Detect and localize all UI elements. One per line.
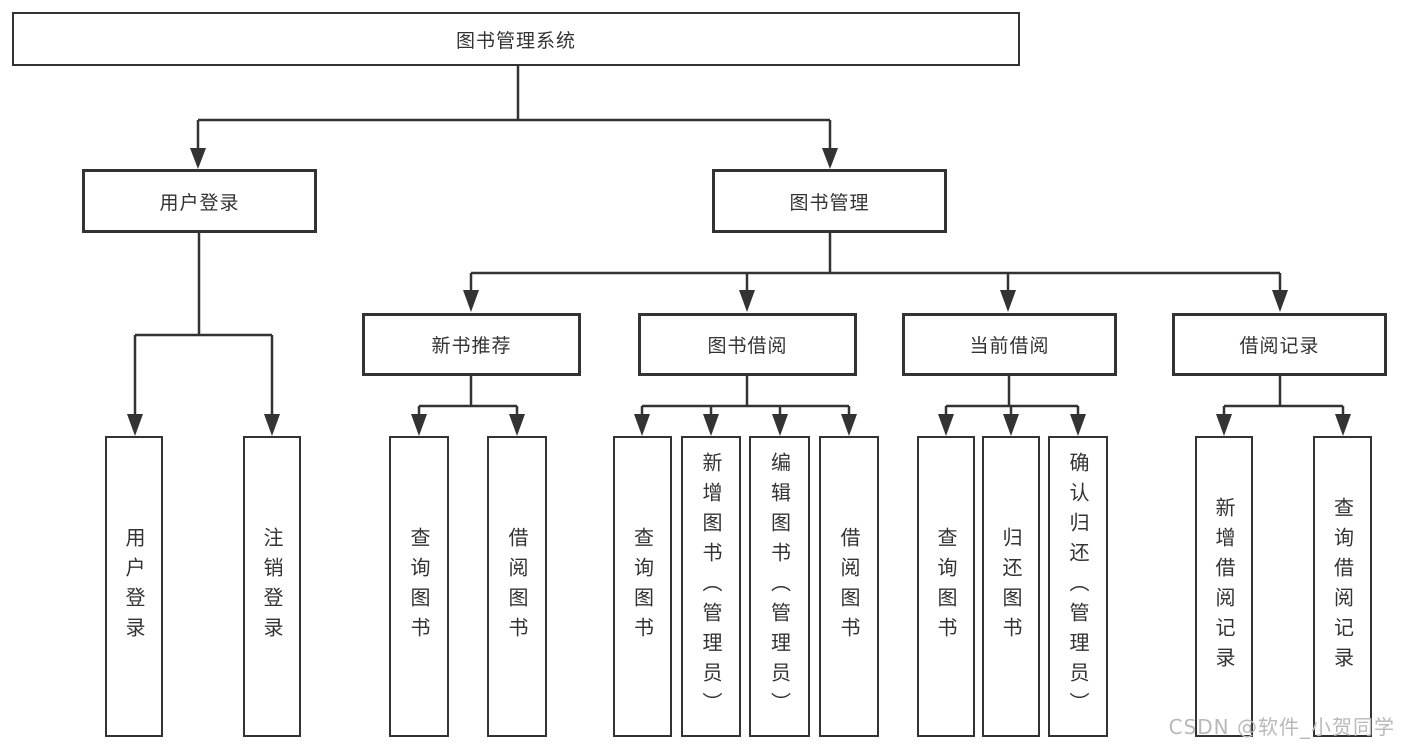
node-user-login: 用户登录 [82, 169, 317, 233]
leaf-logout: 注销登录 [243, 436, 301, 737]
node-user-login-label: 用户登录 [159, 191, 240, 214]
node-new-books-label: 新书推荐 [431, 335, 512, 357]
leaf-newbooks-borrow: 借阅图书 [487, 436, 547, 737]
node-book-borrow: 图书借阅 [638, 313, 857, 376]
leaf-bookborrow-borrow-label: 借阅图书 [837, 526, 861, 647]
node-borrow-records-label: 借阅记录 [1239, 335, 1320, 357]
node-root-label: 图书管理系统 [455, 29, 576, 52]
leaf-records-add-label: 新增借阅记录 [1212, 496, 1236, 677]
node-book-borrow-label: 图书借阅 [707, 335, 788, 357]
connector-book-management [469, 233, 1282, 292]
connector-root [196, 66, 832, 150]
leaf-user-login-label: 用户登录 [122, 526, 146, 647]
leaf-newbooks-borrow-label: 借阅图书 [505, 526, 529, 647]
leaf-logout-label: 注销登录 [260, 526, 284, 647]
connector-new-books [417, 376, 519, 415]
csdn-watermark: CSDN @软件_小贺同学 [1168, 715, 1395, 739]
leaf-bookborrow-borrow: 借阅图书 [819, 436, 879, 737]
connector-user-login [133, 233, 274, 415]
leaf-currentborrow-query: 查询图书 [917, 436, 975, 737]
leaf-records-query: 查询借阅记录 [1313, 436, 1372, 737]
arrowheads [127, 148, 1351, 436]
node-root: 图书管理系统 [12, 12, 1020, 66]
leaf-records-query-label: 查询借阅记录 [1330, 496, 1355, 677]
leaf-currentborrow-confirm: 确认归还（管理员） [1048, 436, 1108, 737]
leaf-user-login: 用户登录 [105, 436, 163, 737]
leaf-currentborrow-return: 归还图书 [982, 436, 1040, 737]
node-book-management-label: 图书管理 [789, 191, 870, 214]
leaf-newbooks-query: 查询图书 [389, 436, 449, 737]
connector-book-borrow [640, 376, 851, 415]
leaf-bookborrow-add-label: 新增图书（管理员） [699, 451, 723, 722]
leaf-bookborrow-query: 查询图书 [613, 436, 672, 737]
leaf-newbooks-query-label: 查询图书 [407, 526, 431, 647]
leaf-bookborrow-edit: 编辑图书（管理员） [749, 436, 810, 737]
leaf-currentborrow-confirm-label: 确认归还（管理员） [1066, 451, 1090, 722]
node-book-management: 图书管理 [712, 169, 947, 233]
leaf-records-add: 新增借阅记录 [1195, 436, 1253, 737]
leaf-bookborrow-query-label: 查询图书 [630, 526, 655, 647]
connector-current-borrow [944, 376, 1080, 415]
leaf-bookborrow-add: 新增图书（管理员） [681, 436, 741, 737]
node-current-borrow-label: 当前借阅 [969, 335, 1050, 357]
node-new-books: 新书推荐 [362, 313, 581, 376]
node-borrow-records: 借阅记录 [1172, 313, 1387, 376]
node-current-borrow: 当前借阅 [902, 313, 1117, 376]
leaf-bookborrow-edit-label: 编辑图书（管理员） [767, 451, 792, 722]
leaf-currentborrow-query-label: 查询图书 [934, 526, 958, 647]
connector-borrow-records [1222, 376, 1345, 415]
leaf-currentborrow-return-label: 归还图书 [999, 526, 1023, 647]
